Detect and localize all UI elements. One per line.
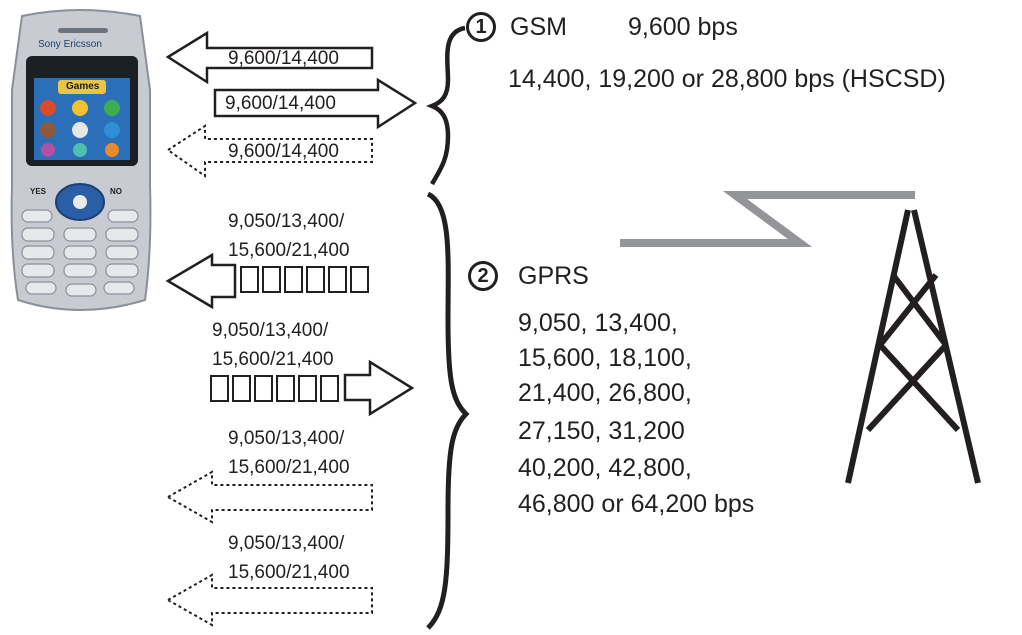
- timeslot: [254, 375, 273, 402]
- phone-screen-title: Games: [66, 81, 100, 92]
- timeslot: [232, 375, 251, 402]
- gprs-arrow-label-1-line1: 9,050/13,400/: [228, 211, 345, 232]
- timeslot: [210, 375, 229, 402]
- gprs-arrow-label-3-line2: 15,600/21,400: [228, 457, 350, 478]
- phone-brand: Sony Ericsson: [38, 39, 102, 50]
- gsm-number-badge: 1: [466, 12, 496, 42]
- gprs-downlink-arrow: [165, 252, 237, 310]
- gsm-title: GSM: [510, 13, 567, 41]
- gsm-dotted-arrow: [166, 124, 373, 178]
- gsm-arrow-label-3: 9,600/14,400: [228, 141, 339, 162]
- gprs-speed-line-6: 46,800 or 64,200 bps: [518, 490, 755, 518]
- gsm-hscsd-speeds: 14,400, 19,200 or 28,800 bps (HSCSD): [508, 65, 946, 93]
- gprs-arrow-label-3-line1: 9,050/13,400/: [228, 428, 345, 449]
- gprs-arrows: [165, 252, 415, 627]
- gprs-speed-line-1: 9,050, 13,400,: [518, 309, 678, 337]
- earpiece-icon: [58, 28, 108, 33]
- timeslot: [276, 375, 295, 402]
- timeslot: [298, 375, 317, 402]
- radio-link-lightning: [620, 191, 915, 247]
- timeslot: [320, 375, 339, 402]
- gprs-timeslots-uplink: [210, 375, 339, 402]
- phone-no-key: NO: [110, 187, 122, 196]
- gprs-timeslots-downlink: [240, 266, 369, 293]
- gsm-arrows: [165, 30, 418, 178]
- gprs-dotted-arrow-1: [165, 470, 373, 524]
- keypad: [21, 209, 139, 297]
- gprs-arrow-label-4-line2: 15,600/21,400: [228, 562, 350, 583]
- gprs-uplink-arrow: [343, 359, 415, 417]
- gsm-uplink-arrow: [213, 77, 418, 130]
- gsm-downlink-arrow: [165, 30, 374, 85]
- gsm-arrow-label-2: 9,600/14,400: [225, 93, 336, 114]
- gprs-speed-line-4: 27,150, 31,200: [518, 417, 685, 445]
- gprs-speed-line-2: 15,600, 18,100,: [518, 344, 692, 372]
- game-icons: [40, 100, 120, 157]
- timeslot: [306, 266, 325, 293]
- timeslot: [328, 266, 347, 293]
- phone-yes-key: YES: [30, 187, 47, 196]
- gprs-arrow-label-2-line2: 15,600/21,400: [212, 349, 334, 370]
- gprs-number-badge: 2: [468, 261, 498, 291]
- gprs-title: GPRS: [518, 262, 589, 290]
- timeslot: [240, 266, 259, 293]
- gsm-arrow-label-1: 9,600/14,400: [228, 48, 339, 69]
- antenna-tower: [845, 209, 981, 484]
- gprs-speed-line-3: 21,400, 26,800,: [518, 379, 692, 407]
- mobile-phone: [10, 9, 152, 311]
- gsm-speed: 9,600 bps: [628, 13, 738, 41]
- gprs-arrow-label-2-line1: 9,050/13,400/: [212, 320, 329, 341]
- timeslot: [350, 266, 369, 293]
- timeslot: [262, 266, 281, 293]
- gprs-arrow-label-4-line1: 9,050/13,400/: [228, 533, 345, 554]
- gprs-arrow-label-1-line2: 15,600/21,400: [228, 240, 350, 261]
- gprs-dotted-arrow-2: [165, 573, 373, 627]
- gsm-brace: [425, 25, 466, 186]
- timeslot: [284, 266, 303, 293]
- gprs-speed-line-5: 40,200, 42,800,: [518, 454, 692, 482]
- gprs-brace: [426, 191, 470, 630]
